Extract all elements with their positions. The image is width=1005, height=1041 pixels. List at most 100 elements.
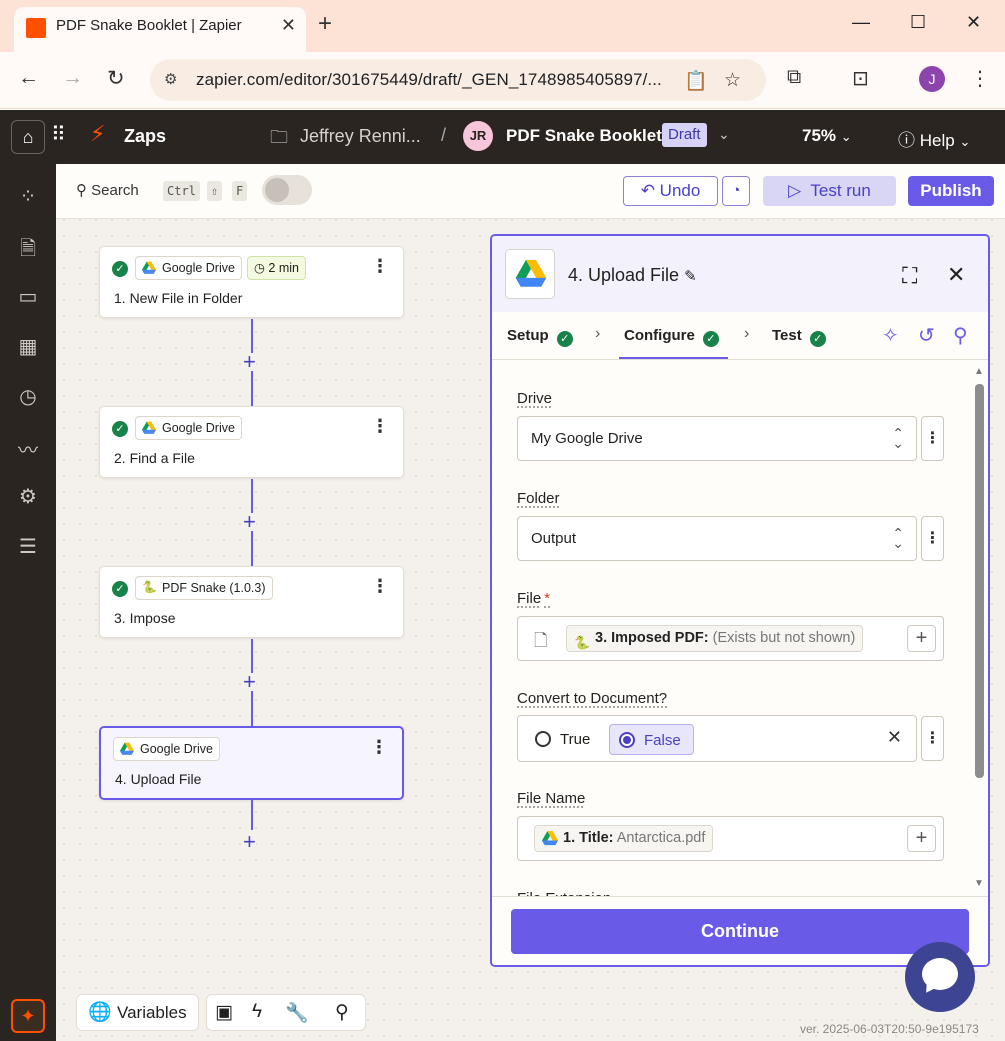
clock-icon[interactable]: ◷ (19, 386, 37, 408)
more-menu-icon[interactable]: ⋮ (371, 576, 389, 596)
versions-icon[interactable]: ☰ (19, 536, 37, 558)
search-icon[interactable]: ⚲ (953, 325, 968, 347)
chat-support-icon[interactable] (905, 942, 975, 1012)
chevron-down-icon[interactable]: ⌄ (718, 126, 730, 142)
convert-label: Convert to Document? (517, 690, 668, 707)
tab-test[interactable]: Test✓ (772, 327, 826, 347)
drive-select[interactable]: My Google Drive ⌃⌄ (517, 416, 917, 461)
radio-false[interactable]: False (609, 724, 694, 755)
zapier-favicon-icon (26, 18, 46, 38)
browser-menu-icon[interactable]: ⋮ (970, 68, 990, 90)
help-button[interactable]: ⓘ Help ⌄ (898, 126, 970, 151)
undo-button[interactable]: ↶ Undo (623, 176, 718, 206)
step-name: 4. Upload File (568, 265, 680, 285)
variables-button[interactable]: 🌐 Variables (76, 994, 199, 1031)
scroll-down-icon[interactable]: ▼ (974, 878, 984, 889)
tab-configure[interactable]: Configure✓ (624, 327, 719, 347)
history-icon[interactable]: ◔ (722, 176, 750, 206)
version-label: ver. 2025-06-03T20:50-9e195173 (800, 1022, 979, 1036)
scroll-thumb[interactable] (975, 384, 984, 778)
forward-icon[interactable]: → (62, 66, 83, 89)
panel-scrollbar[interactable]: ▲ ▼ (972, 366, 984, 896)
step-card-3[interactable]: ✓ 🐍 PDF Snake (1.0.3) 3. Impose ⋮ (99, 566, 404, 638)
omnibox[interactable]: ⚙ zapier.com/editor/301675449/draft/_GEN… (150, 59, 766, 101)
folder-select[interactable]: Output ⌃⌄ (517, 516, 917, 561)
test-run-button[interactable]: ▷ Test run (763, 176, 896, 206)
zap-file-icon[interactable]: 🗎 (19, 238, 37, 260)
close-icon[interactable]: ✕ (947, 262, 966, 287)
zap-name[interactable]: PDF Snake Booklet (506, 126, 662, 145)
continue-button[interactable]: Continue (511, 909, 969, 954)
apps-icon[interactable]: ⁘ (19, 186, 37, 208)
activity-icon[interactable]: 〰 (18, 440, 38, 462)
tab-search-icon[interactable]: ⊡ (852, 68, 869, 90)
search-button[interactable]: ⚲ Search (76, 181, 139, 199)
owner-folder-link[interactable]: Jeffrey Renni... (300, 126, 421, 146)
chevron-down-icon: ⌄ (840, 129, 852, 144)
updown-chevron-icon: ⌃⌄ (892, 425, 904, 451)
scroll-up-icon[interactable]: ▲ (974, 366, 984, 377)
clear-icon[interactable]: ✕ (886, 727, 902, 747)
search-icon[interactable]: ⚲ (335, 1002, 349, 1023)
mapped-field-pill[interactable]: 🐍 3. Imposed PDF: (Exists but not shown) (566, 625, 864, 652)
window-close-icon[interactable]: ✕ (966, 12, 982, 32)
canvas-tools: ▣ ϟ 🔧 ⚲ (206, 994, 366, 1031)
file-input[interactable]: 🗋 🐍 3. Imposed PDF: (Exists but not show… (517, 616, 944, 661)
add-step-plus-icon[interactable]: + (243, 669, 256, 694)
radio-true[interactable]: True (526, 724, 602, 755)
add-step-plus-icon[interactable]: + (243, 349, 256, 374)
search-label: Search (91, 182, 139, 199)
tab-setup[interactable]: Setup✓ (507, 327, 573, 347)
browser-tab[interactable]: PDF Snake Booklet | Zapier ✕ (14, 7, 306, 52)
zoom-dropdown[interactable]: 75% ⌄ (802, 126, 852, 146)
check-circle-icon: ✓ (112, 581, 128, 597)
tab-close-icon[interactable]: ✕ (280, 15, 296, 35)
file-name-input[interactable]: 1. Title: Antarctica.pdf + (517, 816, 944, 861)
step-title: 4. Upload File (115, 771, 202, 787)
extensions-icon[interactable]: ⧉ (787, 66, 802, 88)
maximize-icon[interactable]: ☐ (910, 12, 927, 32)
test-run-label: Test run (810, 181, 871, 200)
field-options-icon[interactable]: ⋮ (921, 516, 944, 561)
radio-selected-icon (619, 732, 635, 748)
more-menu-icon[interactable]: ⋮ (371, 256, 389, 276)
mapped-field-pill[interactable]: 1. Title: Antarctica.pdf (534, 825, 714, 852)
add-plus-icon[interactable]: + (907, 625, 936, 652)
field-options-icon[interactable]: ⋮ (921, 416, 944, 461)
comment-icon[interactable]: ▭ (18, 286, 38, 308)
profile-avatar[interactable]: J (919, 66, 945, 92)
panel-title[interactable]: 4. Upload File ✎ (568, 265, 697, 286)
expand-icon[interactable]: ⛶ (902, 263, 918, 288)
add-plus-icon[interactable]: + (907, 825, 936, 852)
bookmark-star-icon[interactable]: ☆ (724, 70, 742, 91)
more-menu-icon[interactable]: ⋮ (371, 416, 389, 436)
minimize-icon[interactable]: — (852, 12, 870, 32)
settings-gear-icon[interactable]: ⚙ (19, 486, 37, 508)
google-drive-icon (505, 249, 555, 299)
refresh-icon[interactable]: ↺ (918, 325, 935, 347)
back-icon[interactable]: ← (18, 66, 39, 89)
step-card-2[interactable]: ✓ Google Drive 2. Find a File ⋮ (99, 406, 404, 478)
calendar-icon[interactable]: ▦ (18, 336, 38, 358)
url-text[interactable]: zapier.com/editor/301675449/draft/_GEN_1… (196, 70, 662, 89)
step-card-4[interactable]: Google Drive 4. Upload File ⋮ (99, 726, 404, 800)
add-widget-icon[interactable]: ▣ (215, 1002, 233, 1023)
add-step-plus-icon[interactable]: + (243, 829, 256, 854)
copilot-sparkle-icon[interactable]: ✦ (11, 999, 45, 1033)
new-tab-icon[interactable]: + (318, 10, 333, 37)
home-icon[interactable]: ⌂ (11, 120, 45, 154)
more-menu-icon[interactable]: ⋮ (370, 737, 388, 757)
publish-button[interactable]: Publish (908, 176, 994, 206)
canvas-toggle[interactable] (262, 175, 312, 205)
wrench-icon[interactable]: 🔧 (285, 1003, 309, 1024)
clipboard-icon[interactable]: 📋 (684, 71, 708, 92)
ai-sparkle-icon[interactable]: ✧ (882, 325, 899, 347)
app-grid-icon[interactable]: ⠿ (51, 124, 66, 146)
add-step-plus-icon[interactable]: + (243, 509, 256, 534)
reload-icon[interactable]: ↻ (107, 67, 125, 90)
lightning-icon[interactable]: ϟ (252, 1001, 263, 1022)
site-info-icon[interactable]: ⚙ (164, 71, 178, 88)
field-options-icon[interactable]: ⋮ (921, 716, 944, 761)
zaps-link[interactable]: Zaps (124, 126, 167, 146)
step-card-1[interactable]: ✓ Google Drive ◷ 2 min 1. New File in Fo… (99, 246, 404, 318)
